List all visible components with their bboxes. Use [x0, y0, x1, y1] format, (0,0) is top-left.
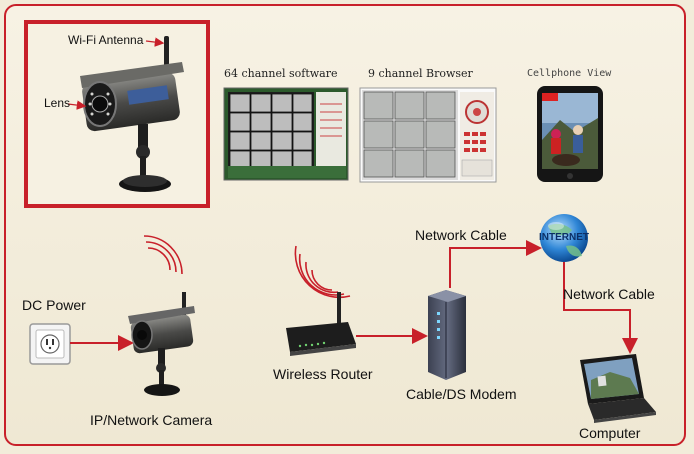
computer-label: Computer	[579, 425, 641, 441]
modem-icon	[428, 290, 466, 380]
software-screenshot	[223, 87, 349, 181]
ip-camera-icon	[128, 292, 195, 396]
power-outlet-icon	[29, 323, 71, 365]
internet-label: INTERNET	[539, 232, 589, 243]
router-wifi-signal-icon	[294, 245, 351, 299]
network-cable-top-label: Network Cable	[415, 227, 507, 243]
software-64-label: 64 channel software	[224, 67, 338, 80]
wireless-router-label: Wireless Router	[273, 366, 373, 382]
browser-9-label: 9 channel Browser	[368, 67, 473, 80]
globe-icon	[540, 214, 588, 262]
ip-camera-label: IP/Network Camera	[90, 412, 213, 428]
camera-wifi-signal-icon	[143, 235, 183, 275]
laptop-icon	[580, 354, 656, 423]
dc-power-label: DC Power	[22, 297, 86, 313]
modem-internet-cable-line	[449, 240, 542, 288]
antenna-pointer	[145, 37, 165, 47]
router-icon	[286, 292, 356, 356]
cellphone-view-label: Cellphone View	[527, 68, 612, 79]
network-cable-right-label: Network Cable	[563, 286, 655, 302]
large-camera-icon	[80, 36, 184, 192]
modem-label: Cable/DS Modem	[406, 386, 517, 402]
browser-screenshot	[359, 87, 497, 183]
lens-label: Lens	[44, 96, 71, 110]
wifi-antenna-label: Wi-Fi Antenna	[68, 33, 144, 47]
smartphone-icon	[537, 86, 603, 182]
internet-computer-cable-line	[563, 262, 638, 354]
lens-pointer	[67, 100, 87, 110]
